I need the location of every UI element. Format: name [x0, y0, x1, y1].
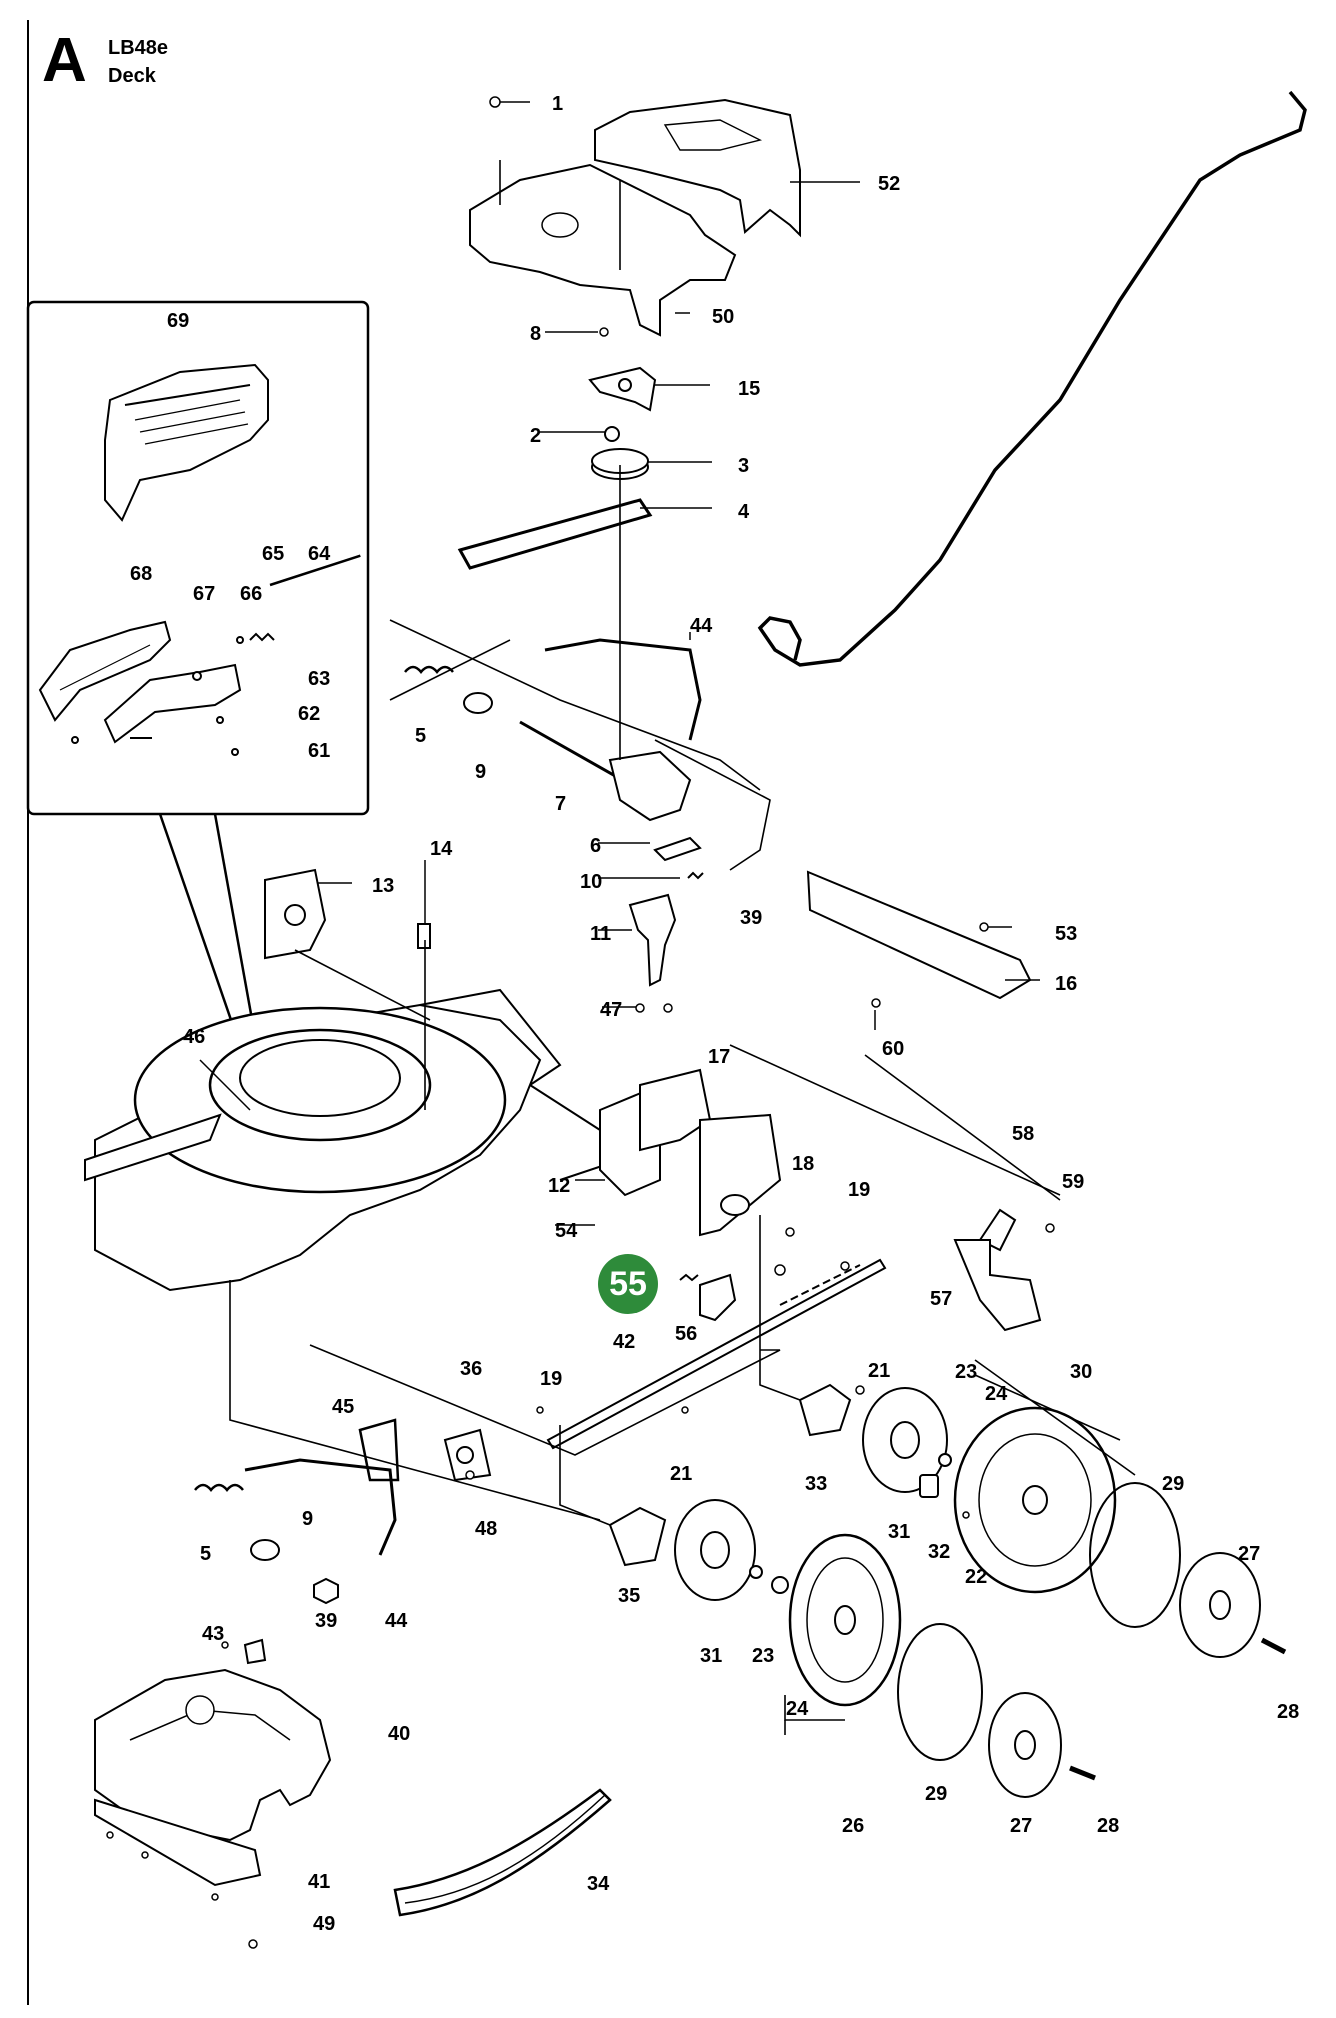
part-label-4: 4 [738, 501, 750, 523]
part-label-31b: 31 [700, 1645, 722, 1667]
part-label-15: 15 [738, 378, 760, 400]
part-label-46: 46 [183, 1026, 205, 1048]
part-label-36: 36 [460, 1358, 482, 1380]
part-label-66: 66 [240, 583, 262, 605]
part-label-9a: 9 [475, 761, 486, 783]
part-label-23b: 23 [752, 1645, 774, 1667]
inset-parts [38, 363, 361, 756]
part-label-12: 12 [548, 1175, 570, 1197]
part-label-3: 3 [738, 455, 749, 477]
part-label-19b: 19 [540, 1368, 562, 1390]
part-label-24a: 24 [985, 1383, 1008, 1405]
part-label-23a: 23 [955, 1361, 977, 1383]
diagram-parts [84, 90, 1307, 1917]
part-label-29b: 29 [925, 1783, 947, 1805]
part-label-6: 6 [590, 835, 601, 857]
part-label-57: 57 [930, 1288, 952, 1310]
model-name: LB48e [108, 37, 169, 59]
part-label-41: 41 [308, 1871, 330, 1893]
part-label-28a: 28 [1277, 1701, 1299, 1723]
part-label-39b: 39 [315, 1610, 337, 1632]
part-label-44b: 44 [385, 1610, 408, 1632]
part-label-53: 53 [1055, 923, 1077, 945]
part-label-40: 40 [388, 1723, 410, 1745]
part-label-7: 7 [555, 793, 566, 815]
part-label-68: 68 [130, 563, 152, 585]
part-label-10: 10 [580, 871, 602, 893]
part-label-1: 1 [552, 93, 563, 115]
part-label-5a: 5 [415, 725, 426, 747]
part-label-21a: 21 [868, 1360, 890, 1382]
part-label-54: 54 [555, 1220, 578, 1242]
part-label-39a: 39 [740, 907, 762, 929]
section-letter: A [42, 26, 87, 95]
part-label-2: 2 [530, 425, 541, 447]
part-label-62: 62 [298, 703, 320, 725]
part-label-48: 48 [475, 1518, 497, 1540]
part-label-58: 58 [1012, 1123, 1034, 1145]
part-label-8: 8 [530, 323, 541, 345]
part-label-69: 69 [167, 310, 189, 332]
part-label-33: 33 [805, 1473, 827, 1495]
part-label-60: 60 [882, 1038, 904, 1060]
part-label-26: 26 [842, 1815, 864, 1837]
fasteners [106, 96, 1055, 1949]
part-label-49: 49 [313, 1913, 335, 1935]
part-label-16: 16 [1055, 973, 1077, 995]
leader-lines [199, 101, 1040, 1226]
part-label-13: 13 [372, 875, 394, 897]
part-label-29a: 29 [1162, 1473, 1184, 1495]
assembly-guides [229, 160, 1136, 1735]
part-label-43: 43 [202, 1623, 224, 1645]
part-label-24b: 24 [786, 1698, 809, 1720]
part-label-65: 65 [262, 543, 284, 565]
part-label-47: 47 [600, 999, 622, 1021]
part-label-27b: 27 [1010, 1815, 1032, 1837]
part-label-35: 35 [618, 1585, 640, 1607]
part-label-30: 30 [1070, 1361, 1092, 1383]
part-label-5b: 5 [200, 1543, 211, 1565]
part-label-67: 67 [193, 583, 215, 605]
part-label-32: 32 [928, 1541, 950, 1563]
part-label-61: 61 [308, 740, 330, 762]
part-label-11: 11 [590, 923, 611, 945]
part-label-59: 59 [1062, 1171, 1084, 1193]
diagram-title: Deck [108, 65, 156, 87]
part-label-14: 14 [430, 838, 453, 860]
part-label-18: 18 [792, 1153, 814, 1175]
part-label-22: 22 [965, 1566, 987, 1588]
part-label-19a: 19 [848, 1179, 870, 1201]
part-label-63: 63 [308, 668, 330, 690]
part-label-21b: 21 [670, 1463, 692, 1485]
part-label-9b: 9 [302, 1508, 313, 1530]
part-label-17: 17 [708, 1046, 730, 1068]
part-label-52: 52 [878, 173, 900, 195]
part-label-50: 50 [712, 306, 734, 328]
part-label-34: 34 [587, 1873, 610, 1895]
part-label-28b: 28 [1097, 1815, 1119, 1837]
highlight-marker [598, 1254, 658, 1314]
part-label-64: 64 [308, 543, 331, 565]
part-label-44a: 44 [690, 615, 713, 637]
part-label-56: 56 [675, 1323, 697, 1345]
part-label-31a: 31 [888, 1521, 910, 1543]
part-label-55: 55 [609, 1265, 647, 1303]
part-label-27a: 27 [1238, 1543, 1260, 1565]
part-label-42: 42 [613, 1331, 635, 1353]
part-label-45: 45 [332, 1396, 354, 1418]
